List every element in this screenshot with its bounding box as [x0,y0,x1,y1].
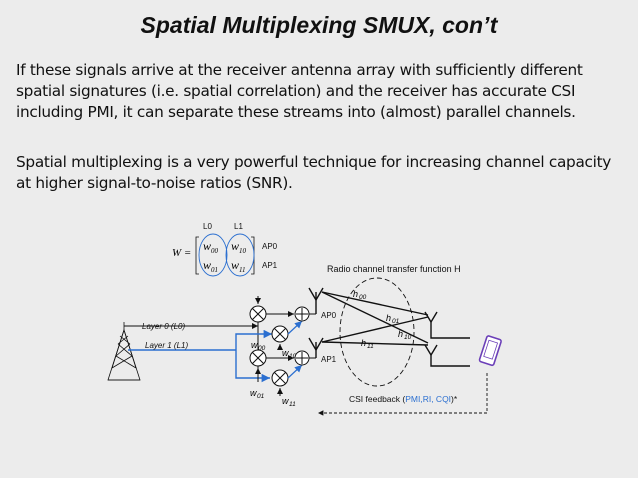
svg-text:10: 10 [404,334,412,341]
svg-text:h: h [386,313,391,323]
channel-paths [321,291,429,346]
rx-antenna-1-icon [424,344,470,367]
matrix-column-l0-highlight [198,233,228,277]
svg-text:10: 10 [239,247,247,255]
paragraph-2: Spatial multiplexing is a very powerful … [16,153,612,192]
layer-1-upper-path [235,329,272,350]
tx-port-ap1-label: AP1 [321,355,337,364]
weight-w00-label: w 00 [251,340,266,352]
layer-1-label: Layer 1 (L1) [145,341,188,350]
precoding-matrix: W = L0 L1 w 00 w 10 w 01 w 11 AP0 [172,222,278,277]
channel-coeff-h11: h 11 [361,338,374,350]
svg-text:11: 11 [289,401,296,408]
svg-text:w: w [250,388,257,398]
weight-w01-label: w 01 [250,388,265,400]
svg-text:00: 00 [359,294,367,301]
base-station-tower-icon [107,322,141,381]
svg-text:11: 11 [239,266,245,274]
multiplier-w00-icon [249,305,267,323]
rx-antenna-0-icon [424,311,470,339]
layer-1-lower-path [235,350,270,383]
multiplier-w10-icon [271,325,289,343]
matrix-cell-w11: w 11 [231,258,245,274]
channel-coeff-h01: h 01 [386,313,400,325]
svg-text:h: h [353,289,358,299]
svg-text:01: 01 [392,318,400,325]
svg-text:h: h [398,329,403,339]
weight-w11-label: w 11 [282,396,296,408]
matrix-cell-w10: w 10 [231,239,247,255]
tx-antenna-ap1-icon [308,337,324,358]
channel-label: Radio channel transfer function H [327,264,461,274]
svg-text:w: w [231,258,239,272]
svg-text:w: w [282,396,289,406]
paragraph-1: If these signals arrive at the receiver … [16,61,583,121]
adder-ap0-icon [294,306,310,322]
svg-text:w: w [251,340,258,350]
slide-title: Spatial Multiplexing SMUX, con’t [140,12,498,38]
channel-ellipse [339,277,415,387]
matrix-col-label-l1: L1 [234,222,243,231]
svg-text:01: 01 [211,266,218,274]
channel-coeff-h00: h 00 [353,289,367,301]
svg-text:h: h [361,338,366,348]
svg-text:w: w [203,258,211,272]
csi-feedback-label: CSI feedback (PMI,RI, CQI)* [349,394,458,404]
matrix-row-label-ap0: AP0 [262,242,278,251]
adder-ap1-icon [294,350,310,366]
svg-text:w: w [282,348,289,358]
svg-text:00: 00 [211,247,219,255]
matrix-cell-w00: w 00 [203,239,219,255]
svg-text:00: 00 [258,345,266,352]
matrix-col-label-l0: L0 [203,222,212,231]
matrix-cell-w01: w 01 [203,258,218,274]
matrix-row-label-ap1: AP1 [262,261,278,270]
svg-text:01: 01 [257,393,265,400]
svg-text:w: w [231,239,239,253]
svg-text:w: w [203,239,211,253]
layer-0-label: Layer 0 (L0) [142,322,185,331]
user-equipment-icon [478,335,502,367]
multiplier-w01-icon [249,349,267,367]
matrix-column-l1-highlight [225,233,255,277]
matrix-symbol: W = [172,247,191,259]
multiplier-w11-icon [271,369,289,387]
tx-port-ap0-label: AP0 [321,311,337,320]
tx-antenna-ap0-icon [308,287,324,314]
channel-coeff-h10: h 10 [398,329,412,341]
svg-text:11: 11 [367,343,374,350]
